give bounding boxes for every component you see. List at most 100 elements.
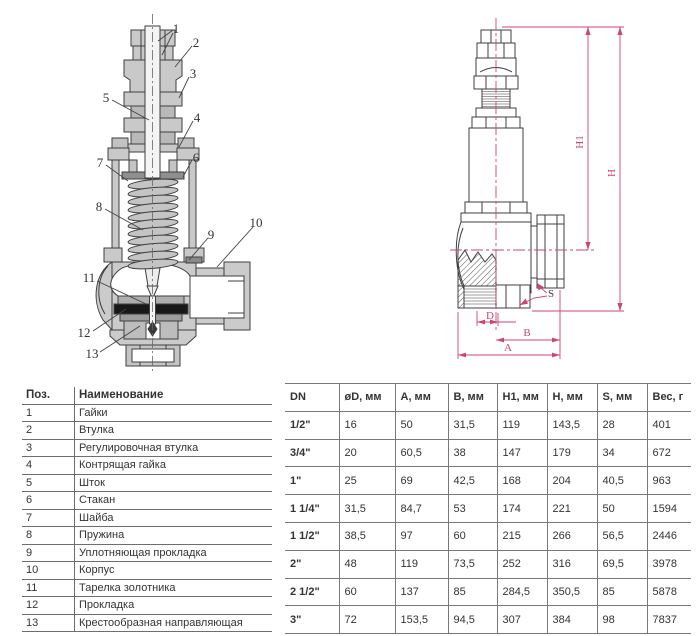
spring [127, 178, 179, 270]
outline-cap [473, 29, 519, 90]
dim-label-a: A [504, 342, 512, 354]
cell-od: 72 [338, 605, 395, 635]
part-pos: 6 [22, 491, 75, 510]
dims-col-h1: H1, мм [496, 383, 547, 412]
cell-b: 38 [447, 439, 497, 468]
dims-col-b: B, мм [447, 383, 497, 412]
dim-label-h: H [606, 169, 618, 177]
part-pos: 12 [22, 596, 75, 615]
callout-11: 11 [83, 270, 96, 285]
callout-12: 12 [78, 325, 91, 340]
sealing-gasket [185, 256, 203, 264]
cell-h1: 168 [496, 466, 547, 496]
part-pos: 2 [22, 421, 75, 440]
part-pos: 3 [22, 439, 75, 457]
parts-header-row: Поз. Наименование [22, 387, 272, 405]
dims-col-h: H, мм [546, 383, 597, 412]
cell-wt: 3978 [646, 550, 691, 579]
cell-wt: 401 [646, 411, 691, 440]
callout-numbers: 1 2 3 4 5 6 7 8 9 10 11 12 13 [78, 21, 263, 361]
section-drawing: 1 2 3 4 5 6 7 8 9 10 11 12 13 [78, 14, 263, 372]
part-name: Уплотняющая прокладка [74, 544, 272, 562]
cell-od: 20 [338, 439, 395, 468]
part-pos: 11 [22, 579, 75, 597]
cell-a: 97 [394, 522, 448, 551]
cell-b: 53 [447, 494, 497, 523]
stem [144, 25, 161, 179]
cell-h: 266 [546, 522, 597, 551]
part-name: Контрящая гайка [74, 456, 272, 475]
dimensions-table: DN øD, мм A, мм B, мм H1, мм H, мм S, мм… [285, 383, 691, 635]
cell-h1: 215 [496, 522, 547, 551]
part-name: Стакан [74, 491, 272, 510]
cell-dn: 3/4" [285, 439, 339, 468]
cell-h: 143,5 [546, 411, 597, 440]
cell-a: 153,5 [394, 605, 448, 635]
cell-dn: 2" [285, 550, 339, 579]
part-name: Пружина [74, 526, 272, 545]
dims-col-dn: DN [285, 383, 339, 412]
outline-outlet-nut [530, 214, 565, 289]
cell-wt: 5878 [646, 578, 691, 607]
cell-s: 85 [596, 578, 647, 607]
cell-wt: 1594 [646, 494, 691, 523]
part-name: Прокладка [74, 596, 272, 615]
part-pos: 13 [22, 614, 75, 632]
outline-drawing: H1 H D B A S [450, 18, 624, 359]
part-pos: 8 [22, 526, 75, 545]
cell-s: 69,5 [596, 550, 647, 579]
cell-wt: 672 [646, 439, 691, 468]
cell-s: 34 [596, 439, 647, 468]
cell-s: 98 [596, 605, 647, 635]
cell-h: 204 [546, 466, 597, 496]
cell-h: 221 [546, 494, 597, 523]
cell-s: 28 [596, 411, 647, 440]
cup [107, 147, 200, 251]
cell-od: 60 [338, 578, 395, 607]
part-pos: 10 [22, 561, 75, 580]
cell-h1: 252 [496, 550, 547, 579]
part-pos: 7 [22, 509, 75, 527]
part-name: Шток [74, 474, 272, 492]
cell-s: 56,5 [596, 522, 647, 551]
dims-col-wt: Вес, г [646, 383, 691, 412]
dim-label-b: B [523, 327, 530, 339]
cell-h: 384 [546, 605, 597, 635]
part-name: Корпус [74, 561, 272, 580]
part-name: Шайба [74, 509, 272, 527]
cell-s: 50 [596, 494, 647, 523]
cell-h1: 174 [496, 494, 547, 523]
leader-lines [92, 29, 254, 353]
cell-dn: 2 1/2" [285, 578, 339, 607]
cell-dn: 1 1/2" [285, 522, 339, 551]
part-name: Регулировочная втулка [74, 439, 272, 457]
cell-od: 31,5 [338, 494, 395, 523]
callout-3: 3 [190, 66, 197, 81]
cell-wt: 2446 [646, 522, 691, 551]
cell-h1: 119 [496, 411, 547, 440]
cell-b: 85 [447, 578, 497, 607]
outline-bottom-hex [495, 284, 531, 309]
cell-od: 48 [338, 550, 395, 579]
part-name: Гайки [74, 404, 272, 422]
cell-s: 40,5 [596, 466, 647, 496]
dims-col-a: A, мм [394, 383, 448, 412]
cell-b: 94,5 [447, 605, 497, 635]
